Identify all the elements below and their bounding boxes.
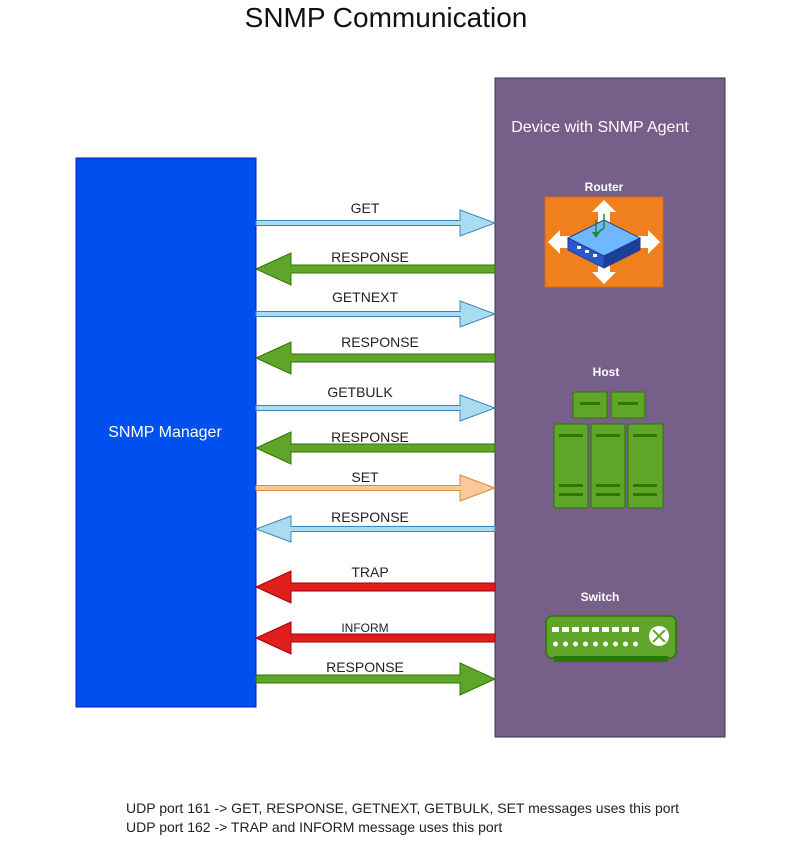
message-label-response-10: RESPONSE [326, 659, 404, 675]
message-arrow-response-1 [254, 252, 496, 286]
message-label-response-5: RESPONSE [331, 429, 409, 445]
message-label-response-1: RESPONSE [331, 249, 409, 265]
server-icon [553, 391, 664, 509]
message-arrow-getnext-2 [255, 300, 497, 328]
note-port-162: UDP port 162 -> TRAP and INFORM message … [126, 819, 503, 835]
message-arrows: GET RESPONSE GETNEXT RESPONSE GETBULK RESPONS… [254, 200, 497, 696]
device-label-host: Host [593, 365, 620, 379]
message-arrow-getbulk-4 [255, 394, 497, 422]
message-arrow-response-5 [254, 431, 496, 465]
message-label-inform-9: INFORM [341, 621, 388, 635]
message-arrow-trap-8 [254, 570, 496, 604]
message-arrow-get-0 [255, 209, 497, 237]
snmp-agent-label: Device with SNMP Agent [511, 119, 689, 136]
message-label-response-3: RESPONSE [341, 334, 419, 350]
message-arrow-response-10 [255, 662, 497, 696]
router-icon [544, 196, 664, 288]
message-arrow-inform-9 [254, 621, 496, 655]
diagram-title: SNMP Communication [245, 2, 528, 33]
snmp-manager-label: SNMP Manager [108, 424, 222, 441]
note-port-161: UDP port 161 -> GET, RESPONSE, GETNEXT, … [126, 800, 680, 816]
switch-icon [545, 615, 677, 662]
message-arrow-response-3 [254, 341, 496, 375]
device-label-router: Router [585, 180, 624, 194]
message-label-getbulk-4: GETBULK [327, 384, 393, 400]
message-label-getnext-2: GETNEXT [332, 289, 399, 305]
message-label-response-7: RESPONSE [331, 509, 409, 525]
device-label-switch: Switch [581, 590, 620, 604]
message-arrow-response-7 [254, 515, 496, 543]
message-label-set-6: SET [351, 469, 379, 485]
snmp-manager-box [75, 157, 257, 708]
message-label-trap-8: TRAP [351, 564, 388, 580]
message-arrow-set-6 [255, 474, 497, 502]
message-label-get-0: GET [351, 200, 380, 216]
